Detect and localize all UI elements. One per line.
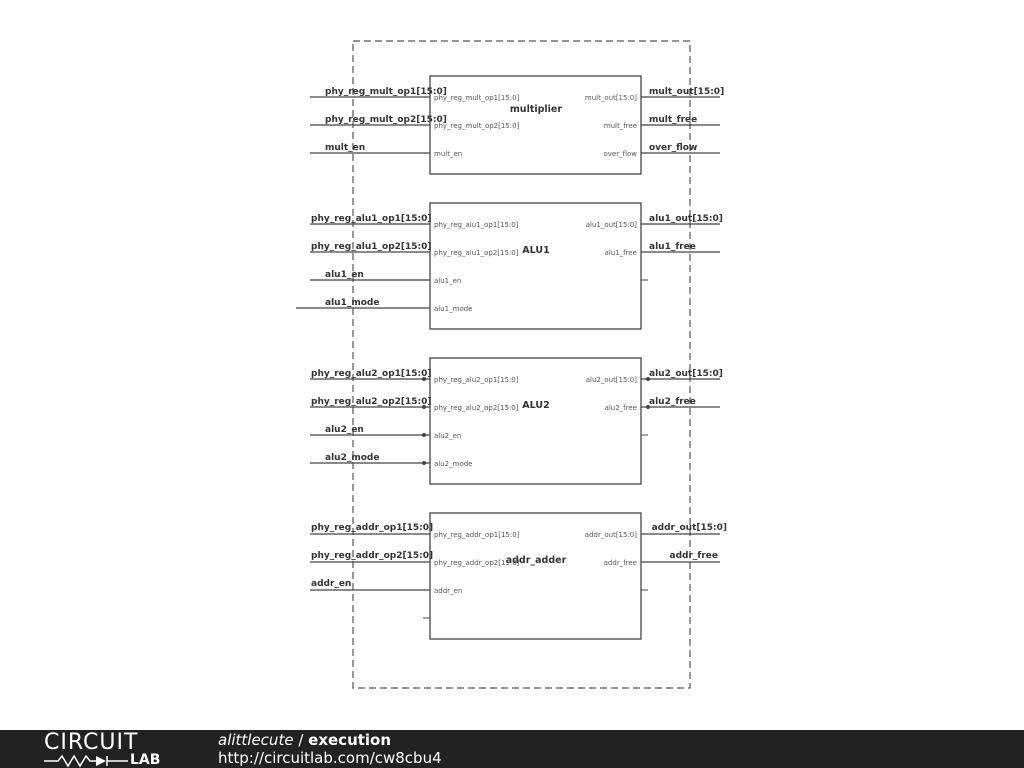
net-label-alu2-op2[interactable]: phy_reg_alu2_op2[15:0] (311, 397, 432, 407)
net-label-over-flow[interactable]: over_flow (649, 143, 697, 153)
net-label-alu1-op2[interactable]: phy_reg_alu1_op2[15:0] (311, 242, 432, 252)
alu2-port-in-3: alu2_en (434, 432, 461, 440)
alu1-port-in-4: alu1_mode (434, 305, 472, 313)
title-separator: / (293, 731, 309, 749)
alu1-port-in-1: phy_reg_alu1_op1[15:0] (434, 221, 519, 229)
net-label-alu2-out[interactable]: alu2_out[15:0] (649, 369, 723, 379)
net-label-alu2-mode[interactable]: alu2_mode (325, 453, 379, 463)
project-name[interactable]: execution (308, 731, 392, 749)
addr-adder-port-in-3: addr_en (434, 587, 462, 595)
alu1-port-in-3: alu1_en (434, 277, 461, 285)
junction-dot-alu2-op2 (422, 405, 426, 409)
alu2-port-in-2: phy_reg_alu2_op2[15:0] (434, 404, 519, 412)
net-label-alu1-mode[interactable]: alu1_mode (325, 298, 379, 308)
footer-bar: CIRCUIT LAB alittlecute / execution http… (0, 730, 1024, 768)
junction-dot-alu2-en (422, 433, 426, 437)
net-label-alu2-free[interactable]: alu2_free (649, 397, 696, 407)
multiplier-block[interactable]: multiplier phy_reg_mult_op1[15:0] phy_re… (429, 75, 642, 175)
logo-wave-icon (44, 754, 128, 768)
net-label-mult-op2[interactable]: phy_reg_mult_op2[15:0] (325, 115, 447, 125)
junction-dot-alu2-out (646, 377, 650, 381)
multiplier-name: multiplier (510, 104, 562, 115)
multiplier-port-out-2: mult_free (604, 122, 637, 130)
junction-dot-alu2-free (646, 405, 650, 409)
alu1-name: ALU1 (522, 245, 549, 256)
project-title: alittlecute / execution (218, 731, 391, 749)
net-label-mult-free[interactable]: mult_free (649, 115, 697, 125)
logo-wordmark-top: CIRCUIT (44, 730, 139, 755)
addr-adder-body (429, 512, 642, 640)
addr-adder-port-out-2: addr_free (604, 559, 637, 567)
multiplier-port-out-3: over_flow (603, 150, 637, 158)
net-label-alu1-en[interactable]: alu1_en (325, 270, 364, 280)
multiplier-body (429, 75, 642, 175)
net-label-alu1-op1[interactable]: phy_reg_alu1_op1[15:0] (311, 214, 432, 224)
net-label-mult-op1[interactable]: phy_reg_mult_op1[15:0] (325, 87, 447, 97)
circuitlab-logo[interactable]: CIRCUIT LAB (44, 730, 174, 768)
author-link[interactable]: alittlecute (218, 731, 294, 749)
addr-adder-block[interactable]: addr_adder phy_reg_addr_op1[15:0] phy_re… (429, 512, 642, 640)
net-label-addr-en[interactable]: addr_en (311, 579, 351, 589)
net-label-alu1-out[interactable]: alu1_out[15:0] (649, 214, 723, 224)
net-label-alu2-op1[interactable]: phy_reg_alu2_op1[15:0] (311, 369, 432, 379)
multiplier-port-in-1: phy_reg_mult_op1[15:0] (434, 94, 520, 102)
addr-adder-port-out-1: addr_out[15:0] (585, 531, 637, 539)
net-label-addr-out[interactable]: addr_out[15:0] (652, 523, 727, 533)
alu2-body (429, 357, 642, 485)
junction-dot-alu2-op1 (422, 377, 426, 381)
net-label-addr-op2[interactable]: phy_reg_addr_op2[15:0] (311, 551, 433, 561)
addr-adder-name: addr_adder (506, 555, 567, 566)
addr-adder-port-in-1: phy_reg_addr_op1[15:0] (434, 531, 520, 539)
subcircuit-boundary (352, 40, 691, 689)
alu2-port-out-1: alu2_out[15:0] (586, 376, 638, 384)
net-label-mult-en[interactable]: mult_en (325, 143, 365, 153)
alu1-port-out-1: alu1_out[15:0] (586, 221, 638, 229)
multiplier-port-in-3: mult_en (434, 150, 462, 158)
alu1-body (429, 202, 642, 330)
logo-wordmark-bottom: LAB (130, 752, 161, 768)
net-label-alu2-en[interactable]: alu2_en (325, 425, 364, 435)
net-label-alu1-free[interactable]: alu1_free (649, 242, 696, 252)
schematic-canvas: multiplier phy_reg_mult_op1[15:0] phy_re… (296, 40, 727, 689)
alu1-port-out-2: alu1_free (605, 249, 637, 257)
multiplier-port-in-2: phy_reg_mult_op2[15:0] (434, 122, 520, 130)
alu1-port-in-2: phy_reg_alu1_op2[15:0] (434, 249, 519, 257)
addr-adder-port-in-2: phy_reg_addr_op2[15:0] (434, 559, 520, 567)
alu1-block[interactable]: ALU1 phy_reg_alu1_op1[15:0] phy_reg_alu1… (429, 202, 642, 330)
alu2-port-out-2: alu2_free (605, 404, 637, 412)
alu2-name: ALU2 (522, 400, 549, 411)
net-label-addr-op1[interactable]: phy_reg_addr_op1[15:0] (311, 523, 433, 533)
alu2-port-in-1: phy_reg_alu2_op1[15:0] (434, 376, 519, 384)
project-url[interactable]: http://circuitlab.com/cw8cbu4 (218, 749, 442, 767)
alu2-block[interactable]: ALU2 phy_reg_alu2_op1[15:0] phy_reg_alu2… (429, 357, 642, 485)
net-label-addr-free[interactable]: addr_free (670, 551, 718, 561)
net-label-mult-out[interactable]: mult_out[15:0] (649, 87, 724, 97)
multiplier-port-out-1: mult_out[15:0] (585, 94, 637, 102)
alu2-port-in-4: alu2_mode (434, 460, 472, 468)
junction-dot-alu2-mode (422, 461, 426, 465)
